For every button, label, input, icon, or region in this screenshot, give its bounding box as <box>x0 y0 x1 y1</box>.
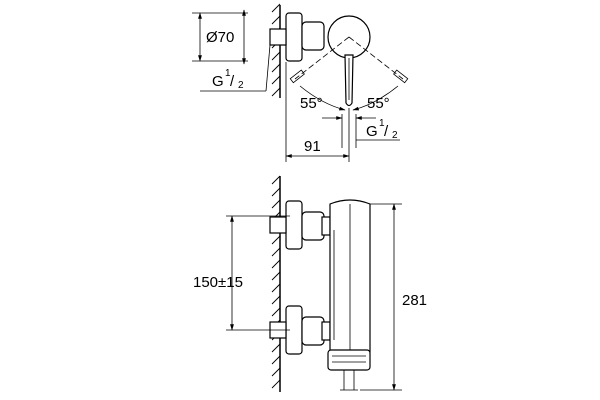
angle-line-left <box>294 36 350 80</box>
front-view: 150±15 281 <box>193 175 427 392</box>
connector-top <box>301 21 325 51</box>
diameter-label: Ø70 <box>206 29 234 46</box>
top-view: Ø70 G 1 / 2 55° 55° G 1 / 2 91 <box>192 3 409 162</box>
svg-text:/: / <box>384 123 389 140</box>
wall-front <box>271 175 281 392</box>
inlet-stub-top <box>269 28 287 46</box>
upper-inlet-stub <box>269 216 287 234</box>
upper-rosette <box>285 200 303 250</box>
lower-nut <box>301 316 325 346</box>
spacing-label: 150±15 <box>193 274 243 291</box>
thread-left-letter: G <box>212 73 224 90</box>
thread-bottom-num: 1 <box>379 118 385 129</box>
angle-line-right <box>348 36 404 80</box>
thread-left-den: 2 <box>238 80 244 91</box>
spout-outlet <box>327 349 371 371</box>
thread-bottom-den: 2 <box>392 130 398 141</box>
wall-top <box>271 3 281 98</box>
svg-text:/: / <box>230 73 235 90</box>
thread-left-num: 1 <box>225 68 231 79</box>
outlet-thread <box>340 370 358 391</box>
depth-label: 91 <box>304 138 321 155</box>
rosette-top <box>285 12 303 62</box>
upper-nut <box>301 211 325 241</box>
angle-left-label: 55° <box>300 95 323 112</box>
angle-right-label: 55° <box>367 95 390 112</box>
height-label: 281 <box>402 292 427 309</box>
thread-bottom-letter: G <box>366 123 378 140</box>
